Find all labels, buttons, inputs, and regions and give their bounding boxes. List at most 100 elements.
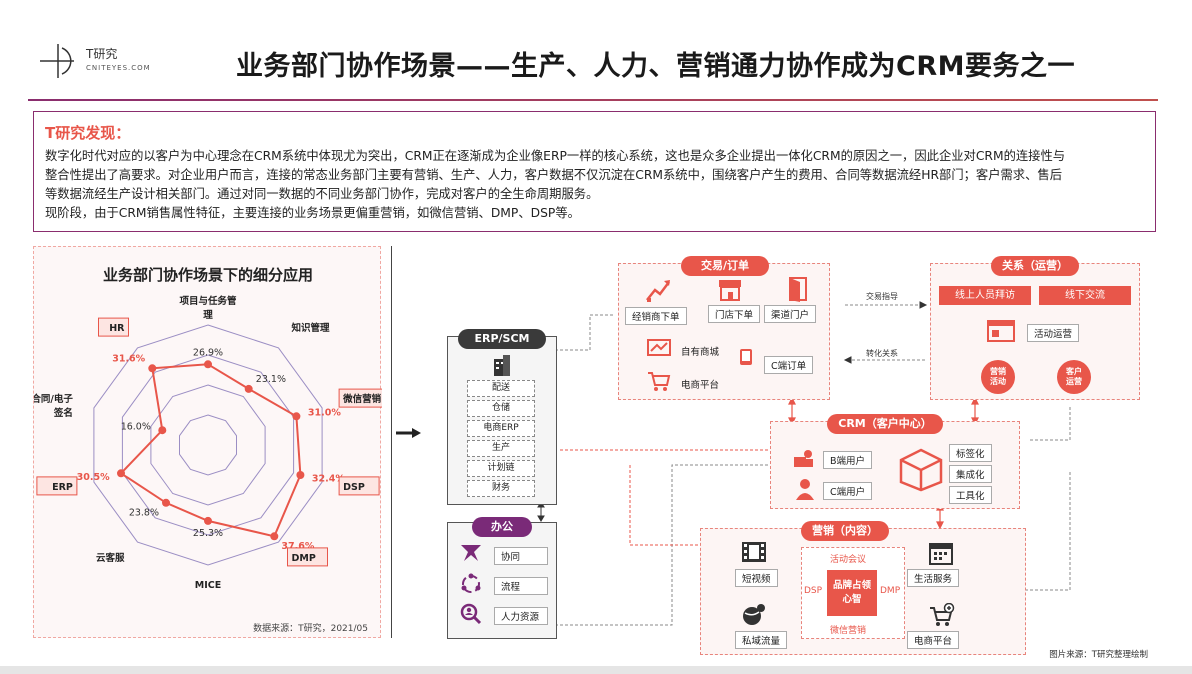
collaboration-icon	[461, 545, 481, 561]
b-user-icon	[794, 450, 813, 467]
logo-name: T研究	[86, 47, 118, 61]
radar-axis-label: 电子合同/电子	[34, 393, 73, 405]
office-block: 办公 协同 流程 人力资源	[447, 517, 557, 639]
trade-item-channel: 渠道门户	[764, 305, 817, 323]
radar-point	[117, 469, 125, 478]
relation-block: 关系（运营） 线上人员拜访 线下交流 活动运营 营销活动 客户运营	[930, 256, 1140, 400]
header-divider	[28, 99, 1158, 101]
center-brand-mind: 品牌占领心智	[827, 570, 877, 616]
trade-item-c-order: C端订单	[764, 356, 814, 374]
radar-point	[204, 360, 212, 369]
radar-axis-label: 理	[203, 310, 213, 321]
mobile-icon	[740, 349, 752, 365]
erp-item-storage: 仓储	[467, 400, 535, 417]
bottom-bar	[0, 666, 1192, 674]
radar-value-label: 16.0%	[121, 422, 151, 433]
door-icon	[789, 277, 807, 302]
radar-value-label: 37.6%	[281, 541, 314, 552]
radar-axis-highlight-box	[36, 476, 78, 496]
radar-point	[204, 516, 212, 525]
radar-point	[244, 384, 253, 393]
radar-axis-label: 知识管理	[291, 322, 331, 334]
radar-point	[292, 412, 301, 421]
calendar-icon	[929, 543, 953, 565]
marketing-center: 活动会议 微信营销 DSP DMP 品牌占领心智	[801, 547, 905, 639]
radar-panel: 业务部门协作场景下的细分应用 26.9% 23.1% 31.0% 32.4% 37.6%…	[33, 246, 382, 638]
erp-item-finance: 财务	[467, 480, 535, 497]
growth-chart-icon	[646, 280, 670, 302]
findings-line: 等数据流经生产设计相关部门。通过对同一数据的不同业务部门协作，完成对客户的全生命…	[45, 187, 599, 201]
online-visit-tag: 线上人员拜访	[939, 286, 1031, 305]
c-user-icon	[796, 479, 814, 500]
radar-point	[148, 364, 157, 373]
convert-label: 转化关系	[866, 349, 898, 358]
center-wechat-marketing: 微信营销	[830, 626, 867, 636]
radar-value-label: 23.1%	[256, 374, 286, 385]
radar-source: 数据来源：T研究，2021/05	[253, 624, 368, 634]
trade-item-mall: 自有商城	[681, 347, 720, 358]
footer-source: 图片来源：T研究整理绘制	[1049, 650, 1148, 660]
marketing-activity-circle: 营销活动	[981, 360, 1015, 394]
radar-axis-label: MICE	[195, 580, 221, 591]
radar-axis-label: 微信营销	[342, 393, 382, 405]
radar-value-label: 26.9%	[193, 347, 223, 358]
radar-value-label: 32.4%	[312, 474, 345, 485]
crm-b-user: B端用户	[823, 451, 873, 469]
marketing-private-traffic: 私域流量	[735, 631, 788, 649]
radar-axis-label: ERP	[52, 482, 73, 493]
relation-title: 关系（运营）	[991, 256, 1079, 276]
customer-ops-circle: 客户运营	[1057, 360, 1091, 394]
radar-axis-label: 项目与任务管	[179, 295, 237, 307]
radar-chart: 26.9%23.1%31.0%32.4%37.6%25.3%23.8%30.5%…	[34, 295, 382, 591]
crm-tag-tools: 工具化	[949, 486, 992, 504]
radar-point	[296, 471, 305, 479]
office-title: 办公	[472, 517, 532, 537]
radar-value-label: 30.5%	[77, 472, 110, 483]
logo: T研究 CNITEYES.COM	[40, 42, 160, 82]
hr-search-icon	[460, 603, 482, 625]
logo-mark-icon	[40, 44, 74, 78]
arrow-right-icon	[396, 428, 421, 438]
radar-grid-ring	[150, 384, 266, 506]
office-item-hr: 人力资源	[494, 607, 548, 625]
erp-title: ERP/SCM	[458, 329, 546, 349]
findings-heading: T研究发现：	[45, 124, 131, 142]
radar-axis-highlight-box	[287, 547, 328, 567]
trade-block: 交易/订单 经销商下单 门店下单 渠道门户 自有商城 C端订单 电商平台	[618, 256, 830, 400]
radar-title: 业务部门协作场景下的细分应用	[102, 266, 313, 284]
radar-value-label: 23.8%	[129, 508, 159, 519]
panel-separator	[391, 246, 392, 638]
building-icon	[494, 355, 510, 376]
center-dsp: DSP	[804, 586, 823, 596]
marketing-block: 营销（内容） 短视频 生活服务 私域流量 电商平台 活动会议 微信营销 DSP …	[700, 521, 1026, 655]
center-dmp: DMP	[880, 586, 901, 596]
process-icon	[461, 573, 481, 593]
film-icon	[742, 542, 766, 562]
guide-label: 交易指导	[866, 292, 898, 301]
radar-axis-label: DMP	[292, 553, 316, 564]
erp-item-production: 生产	[467, 440, 535, 457]
trade-title: 交易/订单	[681, 256, 769, 276]
radar-point	[162, 498, 170, 507]
cube-icon	[899, 448, 943, 492]
crm-tag-label: 标签化	[949, 444, 992, 462]
logo-subtitle: CNITEYES.COM	[86, 64, 151, 72]
radar-axis-highlight-box	[338, 476, 380, 496]
trade-item-store: 门店下单	[708, 305, 761, 323]
erp-item-delivery: 配送	[467, 380, 535, 397]
ops-activity-label: 活动运营	[1027, 324, 1080, 342]
offline-exchange-tag: 线下交流	[1039, 286, 1131, 305]
store-icon	[719, 280, 741, 301]
marketing-short-video: 短视频	[735, 569, 778, 587]
radar-grid-ring	[121, 354, 295, 536]
crm-c-user: C端用户	[823, 482, 873, 500]
radar-point	[270, 532, 279, 541]
office-item-collab: 协同	[494, 547, 548, 565]
radar-value-label: 31.0%	[308, 408, 341, 419]
findings-line: 现阶段，由于CRM销售属性特征，主要连接的业务场景更偏重营销，如微信营销、DMP…	[45, 206, 580, 220]
radar-axis-label: 签名	[53, 407, 73, 419]
trade-item-dealer: 经销商下单	[625, 307, 687, 325]
radar-grid-ring	[179, 414, 237, 476]
findings-box: T研究发现： 数字化时代对应的以客户为中心理念在CRM系统中体现尤为突出，CRM…	[33, 111, 1156, 232]
